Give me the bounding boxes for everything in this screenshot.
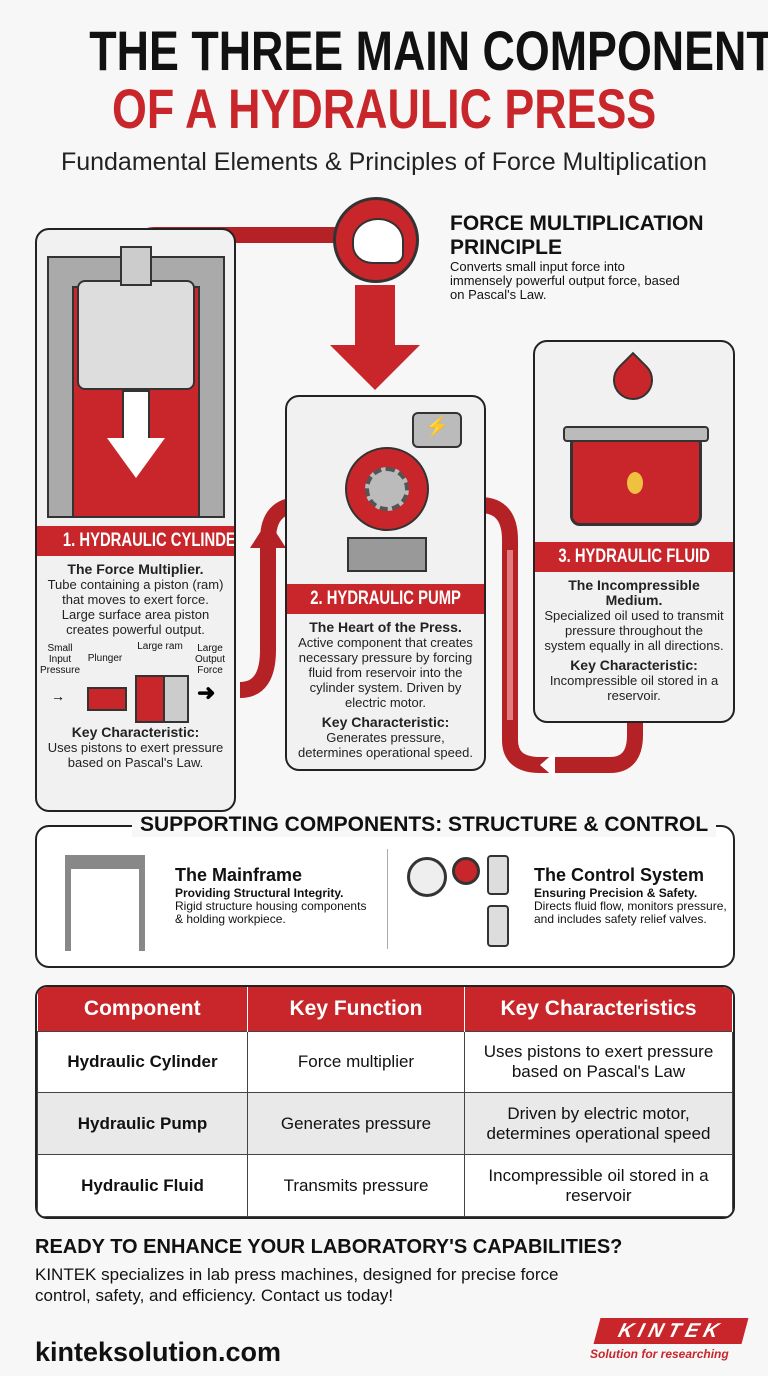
- valve-icon: [452, 857, 480, 885]
- fluid-label: 3. HYDRAULIC FLUID: [535, 542, 733, 572]
- cylinder-key-text: Uses pistons to exert pressure based on …: [47, 740, 224, 770]
- kintek-logo: KINTEK: [593, 1318, 749, 1344]
- title-line-1-text: THE THREE MAIN COMPONENTS: [89, 19, 768, 82]
- supporting-title: SUPPORTING COMPONENTS: STRUCTURE & CONTR…: [132, 813, 717, 837]
- cell: Hydraulic Cylinder: [37, 1030, 248, 1094]
- cylinder-icon: [37, 230, 234, 526]
- cta-heading: READY TO ENHANCE YOUR LABORATORY'S CAPAB…: [35, 1236, 623, 1258]
- arrow-left: [540, 752, 555, 778]
- table-row: Hydraulic Fluid Transmits pressure Incom…: [37, 1154, 733, 1217]
- force-diagram: Small Input Pressure Plunger Large ram L…: [37, 637, 234, 725]
- divider: [387, 849, 388, 949]
- cell: Hydraulic Pump: [37, 1092, 248, 1156]
- oil-drop-icon: [604, 351, 662, 409]
- mainframe-text: Rigid structure housing components & hol…: [175, 899, 367, 926]
- mainframe-title: The Mainframe: [175, 865, 303, 885]
- comparison-table: Component Key Function Key Characteristi…: [35, 985, 735, 1219]
- fluid-text: Specialized oil used to transmit pressur…: [544, 608, 724, 653]
- cylinder-heading: The Force Multiplier.: [67, 561, 204, 577]
- label-input: Small Input Pressure: [39, 643, 80, 676]
- meter-icon: [487, 855, 509, 895]
- fluid-label-text: 3. HYDRAULIC FLUID: [558, 546, 710, 567]
- cell: Transmits pressure: [247, 1154, 465, 1217]
- principle-text: Converts small input force into immensel…: [450, 259, 680, 302]
- principle-block: FORCE MULTIPLICATION PRINCIPLE Converts …: [450, 212, 740, 302]
- cylinder-text: Tube containing a piston (ram) that move…: [47, 577, 224, 637]
- reservoir-icon: [535, 342, 733, 542]
- cell: Incompressible oil stored in a reservoir: [464, 1154, 733, 1217]
- pump-label: 2. HYDRAULIC PUMP: [287, 584, 484, 614]
- website-link[interactable]: kinteksolution.com: [35, 1337, 282, 1367]
- pump-icon: ⚡: [287, 397, 484, 584]
- arrow-down-center: [330, 345, 420, 390]
- input-arrow-icon: →: [51, 688, 65, 704]
- pump-label-text: 2. HYDRAULIC PUMP: [310, 588, 461, 609]
- mainframe-subtitle: Providing Structural Integrity.: [175, 886, 344, 900]
- label-ram: Large ram: [137, 641, 183, 652]
- title-line-2-text: OF A HYDRAULIC PRESS: [111, 77, 657, 140]
- principle-title: FORCE MULTIPLICATION: [450, 212, 704, 235]
- header-function: Key Function: [247, 987, 465, 1031]
- supporting-box: SUPPORTING COMPONENTS: STRUCTURE & CONTR…: [35, 813, 735, 968]
- table-row: Hydraulic Pump Generates pressure Driven…: [37, 1092, 733, 1156]
- cta-text: KINTEK specializes in lab press machines…: [35, 1265, 559, 1305]
- cell: Driven by electric motor, determines ope…: [464, 1092, 733, 1156]
- title-line-1: THE THREE MAIN COMPONENTS: [0, 18, 768, 83]
- title-line-2: OF A HYDRAULIC PRESS: [0, 76, 768, 141]
- output-arrow-icon: ➜: [197, 680, 216, 705]
- label-plunger: Plunger: [87, 653, 123, 664]
- cylinder-key-label: Key Characteristic:: [71, 724, 200, 740]
- logo-tagline: Solution for researching: [590, 1347, 729, 1361]
- principle-title-2: PRINCIPLE: [450, 236, 563, 259]
- header-component: Component: [37, 987, 248, 1031]
- control-text: Directs fluid flow, monitors pressure, a…: [534, 899, 727, 926]
- cell: Uses pistons to exert pressure based on …: [464, 1030, 733, 1094]
- pump-text: Active component that creates necessary …: [298, 635, 473, 710]
- mainframe-block: The Mainframe Providing Structural Integ…: [175, 865, 375, 926]
- table-row: Hydraulic Cylinder Force multiplier Uses…: [37, 1030, 733, 1094]
- pipe-right-pump: [440, 497, 643, 773]
- cell: Generates pressure: [247, 1092, 465, 1156]
- cylinder-label: 1. HYDRAULIC CYLINDER: [37, 526, 234, 556]
- mainframe-icon: [65, 855, 145, 951]
- cylinder-label-text: 1. HYDRAULIC CYLINDER: [62, 530, 236, 551]
- pump-key-text: Generates pressure, determines operation…: [298, 730, 473, 760]
- arrow-up: [250, 520, 286, 548]
- flexed-arm-icon: [333, 197, 419, 283]
- pressure-gauge-icon: [407, 857, 447, 897]
- fluid-key-label: Key Characteristic:: [570, 657, 698, 673]
- cell: Force multiplier: [247, 1030, 465, 1094]
- pump-card: ⚡ 2. HYDRAULIC PUMP The Heart of the Pre…: [285, 395, 486, 771]
- fluid-card: 3. HYDRAULIC FLUID The Incompressible Me…: [533, 340, 735, 723]
- fluid-key-text: Incompressible oil stored in a reservoir…: [549, 673, 719, 703]
- fluid-heading: The Incompressible Medium.: [568, 577, 700, 608]
- header-characteristics: Key Characteristics: [464, 987, 733, 1031]
- control-subtitle: Ensuring Precision & Safety.: [534, 886, 698, 900]
- pump-heading: The Heart of the Press.: [309, 619, 462, 635]
- cylinder-card: 1. HYDRAULIC CYLINDER The Force Multipli…: [35, 228, 236, 812]
- arrow-shaft-center: [355, 285, 395, 345]
- control-block: The Control System Ensuring Precision & …: [534, 865, 734, 926]
- subtitle: Fundamental Elements & Principles of For…: [60, 148, 708, 176]
- motor-icon: ⚡: [412, 412, 462, 448]
- control-title: The Control System: [534, 865, 705, 885]
- pump-key-label: Key Characteristic:: [321, 714, 450, 730]
- switch-icon: [487, 905, 509, 947]
- label-output: Large Output Force: [194, 643, 226, 676]
- cell: Hydraulic Fluid: [37, 1154, 248, 1217]
